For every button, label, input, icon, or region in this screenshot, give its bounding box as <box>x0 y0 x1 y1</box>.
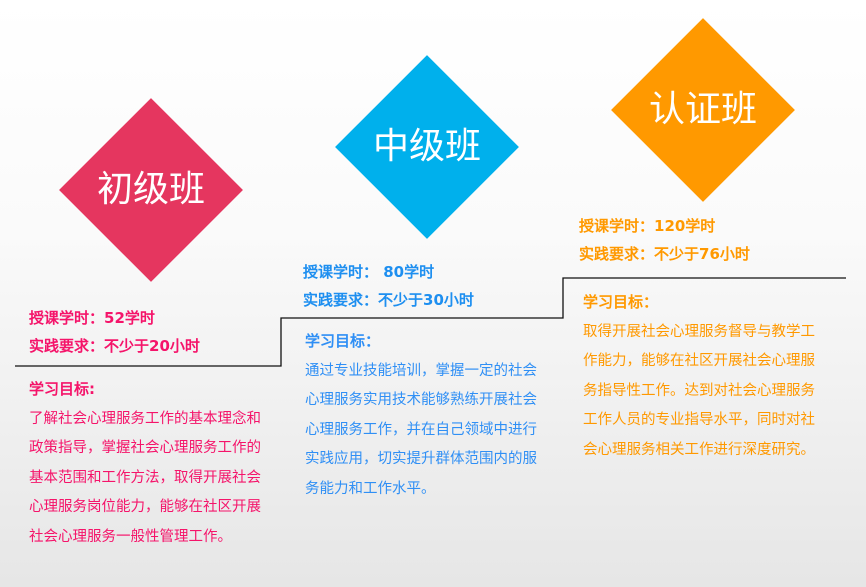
certified-hours: 授课学时：120学时 <box>579 217 716 235</box>
certified-goal-text: 取得开展社会心理服务督导与教学工作能力，能够在社区开展社会心理服务指导性工作。达… <box>583 323 815 458</box>
intermediate-goal-text: 通过专业技能培训，掌握一定的社会心理服务实用技术能够熟练开展社会心理服务工作，并… <box>305 362 537 497</box>
intermediate-practice: 实践要求：不少于30小时 <box>303 291 474 309</box>
intermediate-hours: 授课学时： 80学时 <box>303 263 435 281</box>
intermediate-meta: 授课学时： 80学时 实践要求：不少于30小时 <box>303 258 474 314</box>
beginner-goal-text: 了解社会心理服务工作的基本理念和政策指导，掌握社会心理服务工作的基本范围和工作方… <box>29 410 261 545</box>
beginner-meta: 授课学时：52学时 实践要求：不少于20小时 <box>29 304 200 360</box>
intermediate-goal-heading: 学习目标： <box>305 332 381 350</box>
intermediate-goal: 学习目标： 通过专业技能培训，掌握一定的社会心理服务实用技术能够熟练开展社会心理… <box>305 327 550 504</box>
certified-title: 认证班 <box>648 89 757 130</box>
certified-goal-heading: 学习目标： <box>583 293 659 311</box>
beginner-practice: 实践要求：不少于20小时 <box>29 337 200 355</box>
beginner-goal-heading: 学习目标: <box>29 380 95 398</box>
certified-practice: 实践要求：不少于76小时 <box>579 245 750 263</box>
certified-goal: 学习目标： 取得开展社会心理服务督导与教学工作能力，能够在社区开展社会心理服务指… <box>583 288 828 465</box>
intermediate-title: 中级班 <box>372 126 481 167</box>
beginner-goal: 学习目标: 了解社会心理服务工作的基本理念和政策指导，掌握社会心理服务工作的基本… <box>29 375 274 552</box>
certified-meta: 授课学时：120学时 实践要求：不少于76小时 <box>579 212 750 268</box>
beginner-title: 初级班 <box>96 169 205 210</box>
beginner-hours: 授课学时：52学时 <box>29 309 155 327</box>
